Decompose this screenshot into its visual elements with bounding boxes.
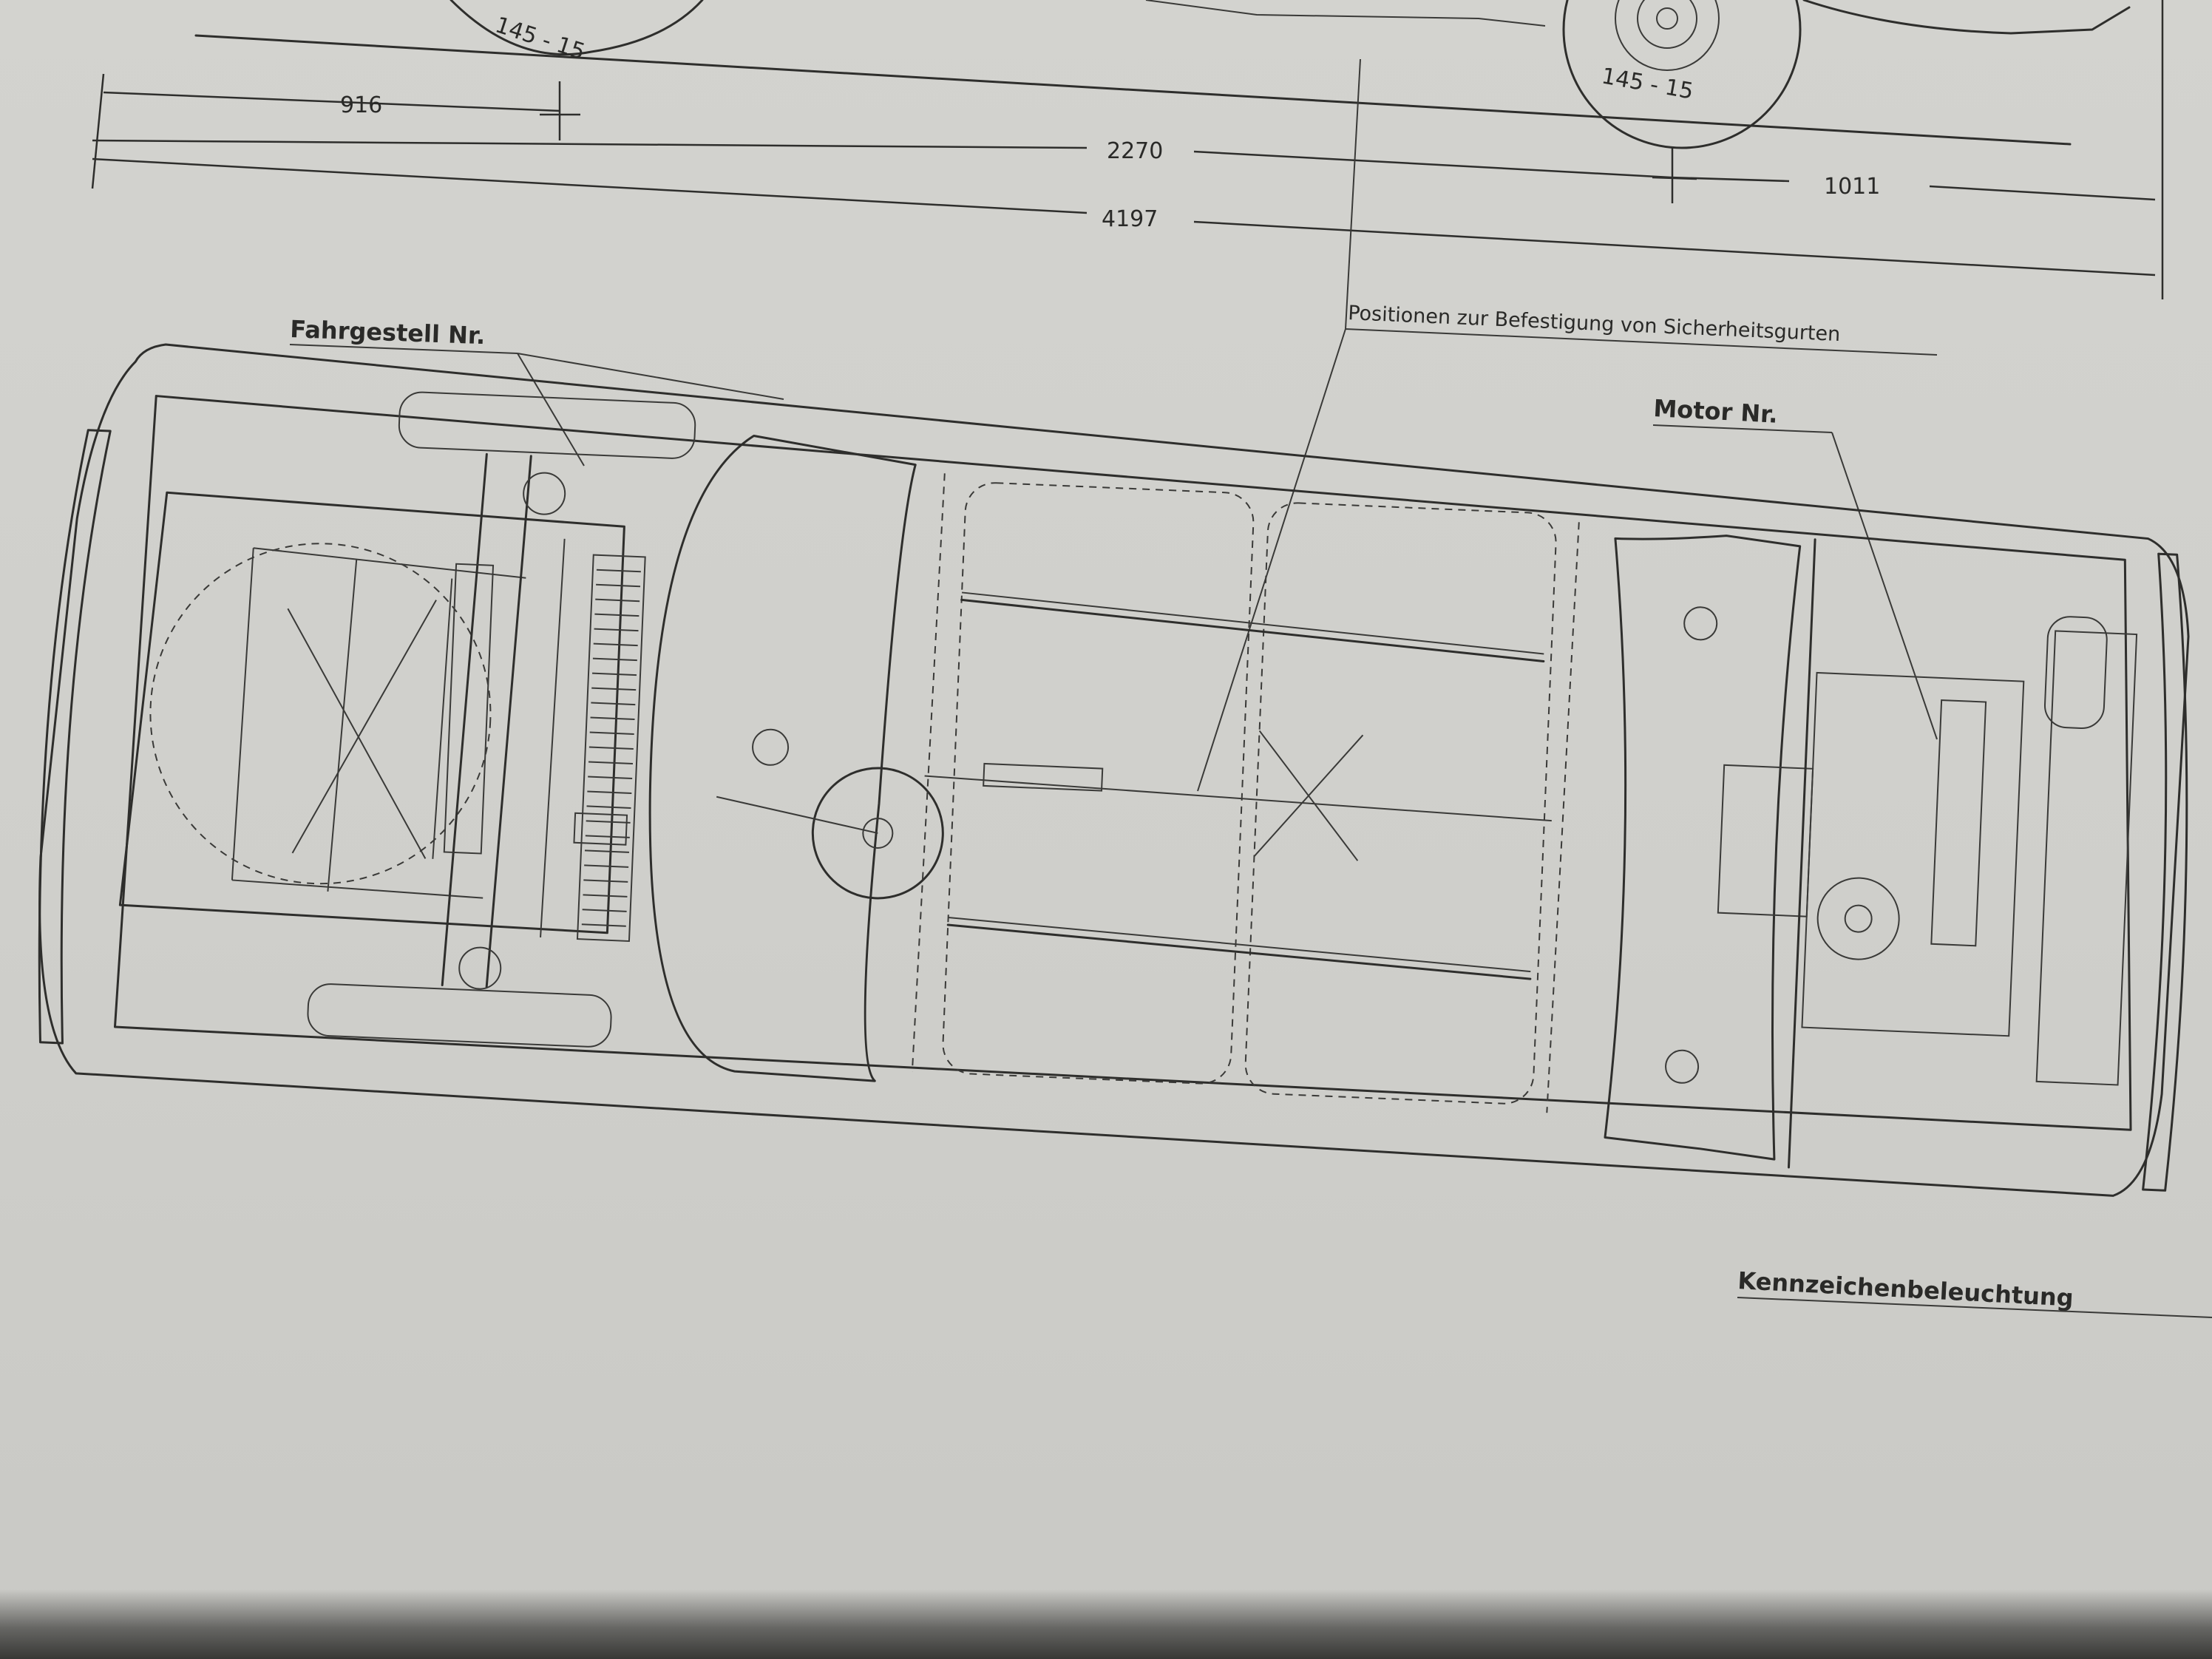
dim-line-916 bbox=[103, 91, 561, 112]
front-suspension bbox=[307, 391, 696, 1048]
dim-line-1011 bbox=[1929, 185, 2156, 201]
rear-spare-well bbox=[2043, 616, 2108, 730]
front-trunk bbox=[118, 491, 625, 934]
rear-tire-size: 145 - 15 bbox=[1600, 63, 1696, 104]
photo-shadow bbox=[0, 1590, 2212, 1659]
engine bbox=[1717, 671, 2025, 1037]
radiator bbox=[576, 554, 646, 943]
dim-line-4197-left bbox=[92, 157, 1088, 214]
rear-bumper bbox=[2142, 552, 2188, 1192]
front-tire-size: 145 - 15 bbox=[492, 12, 588, 65]
steering bbox=[716, 728, 944, 900]
dim-line-2270-right bbox=[1193, 150, 1672, 179]
dim-rear-overhang: 1011 bbox=[1824, 174, 1880, 200]
car-plan-view bbox=[38, 343, 2190, 1197]
dim-line-2270-left bbox=[92, 139, 1088, 149]
labels: Fahrgestell Nr. Positionen zur Befestigu… bbox=[290, 58, 2212, 1318]
label-chassis-number: Fahrgestell Nr. bbox=[290, 315, 486, 350]
seats-floor bbox=[911, 473, 1580, 1113]
rear-firewall bbox=[1604, 535, 1802, 1161]
front-bumper bbox=[38, 429, 112, 1045]
driveshaft bbox=[924, 775, 1552, 822]
body-outline bbox=[38, 343, 2190, 1197]
label-engine-number: Motor Nr. bbox=[1653, 394, 1779, 429]
inner-body-outline bbox=[113, 395, 2132, 1131]
front-wheel-arc bbox=[449, 0, 704, 56]
spare-wheel bbox=[149, 543, 492, 885]
dim-line-4197-right bbox=[1193, 220, 2156, 276]
side-view: 145 - 15 145 - 15 bbox=[194, 0, 2131, 149]
ground-line bbox=[194, 34, 2072, 146]
dim-front-overhang: 916 bbox=[340, 92, 382, 118]
front-firewall bbox=[648, 434, 917, 1082]
dim-overall-length: 4197 bbox=[1102, 206, 1158, 232]
dim-wheelbase: 2270 bbox=[1107, 138, 1163, 164]
rear-body-outline bbox=[1802, 0, 2131, 35]
sill-line bbox=[1145, 0, 1546, 27]
rear-wheel bbox=[1562, 0, 1802, 149]
dimension-lines: 916 2270 1011 4197 bbox=[91, 0, 2164, 299]
